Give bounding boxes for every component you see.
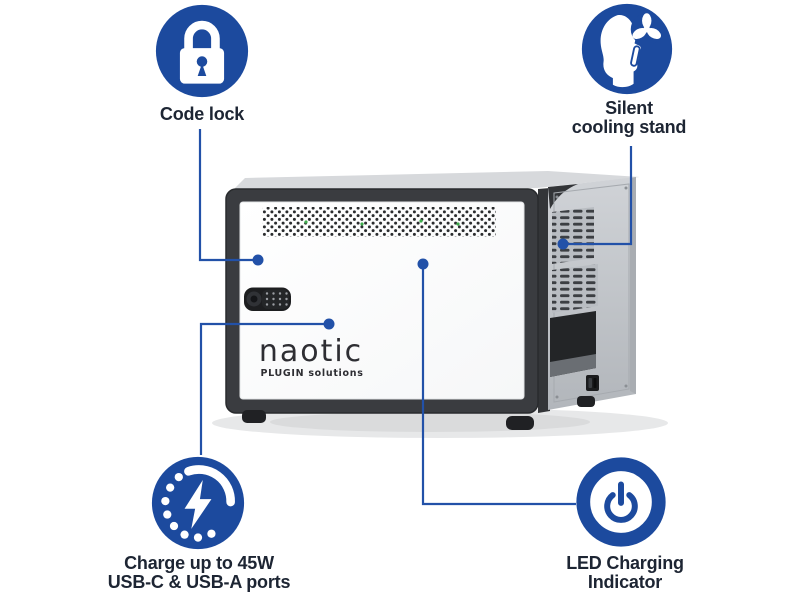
door-code-lock xyxy=(244,287,291,311)
brand-logo: naotic xyxy=(259,334,363,369)
brand-tagline: PLUGIN solutions xyxy=(260,368,363,379)
callout-anchor-dots xyxy=(252,238,569,330)
charging-bolt-icon xyxy=(150,455,246,551)
cabinet-side-frame-wrap xyxy=(538,188,550,413)
product-shadow-inner xyxy=(270,412,590,432)
anchor-dot-code-lock xyxy=(252,254,264,266)
connector-silent-cooling xyxy=(565,146,633,246)
connector-led-indicator xyxy=(421,266,576,506)
side-panel-corner-shade xyxy=(548,184,578,209)
side-vent-grille-upper xyxy=(552,207,594,264)
feature-label-line: cooling stand xyxy=(571,117,687,137)
feature-label-fast-charging: Charge up to 45W USB-C & USB-A ports xyxy=(79,554,319,592)
feature-label-line: Indicator xyxy=(587,572,663,592)
shush-fan-icon xyxy=(580,2,674,96)
side-panel-screws xyxy=(555,186,628,399)
cabinet-top-face xyxy=(232,171,640,191)
vent-led-dots xyxy=(304,219,460,226)
side-vent-grille-lower xyxy=(552,264,598,313)
padlock-icon xyxy=(154,3,250,99)
feature-label-silent-cooling: Silent cooling stand xyxy=(529,99,729,137)
feature-label-code-lock: Code lock xyxy=(102,105,302,124)
anchor-dot-fast-charging xyxy=(323,318,335,330)
feature-label-line: Charge up to 45W xyxy=(124,553,274,573)
power-switch xyxy=(586,375,599,391)
feature-label-line: USB-C & USB-A ports xyxy=(107,572,291,592)
feature-label-led-indicator: LED Charging Indicator xyxy=(525,554,725,592)
anchor-dot-silent-cooling xyxy=(557,238,569,250)
connector-code-lock xyxy=(198,129,256,262)
power-icon xyxy=(575,456,667,548)
feature-label-line: Code lock xyxy=(159,104,245,124)
anchor-dot-led-indicator xyxy=(417,258,429,270)
feature-label-line: Silent xyxy=(605,98,653,118)
cabinet-front-door xyxy=(239,201,525,400)
cabinet-feet xyxy=(242,396,595,430)
feature-label-line: LED Charging xyxy=(566,553,684,573)
door-vent-strip xyxy=(262,207,496,237)
callout-connectors xyxy=(198,129,633,506)
side-cable-opening-floor xyxy=(550,354,596,377)
connector-fast-charging xyxy=(199,322,327,455)
code-lock-keypad xyxy=(265,292,288,306)
